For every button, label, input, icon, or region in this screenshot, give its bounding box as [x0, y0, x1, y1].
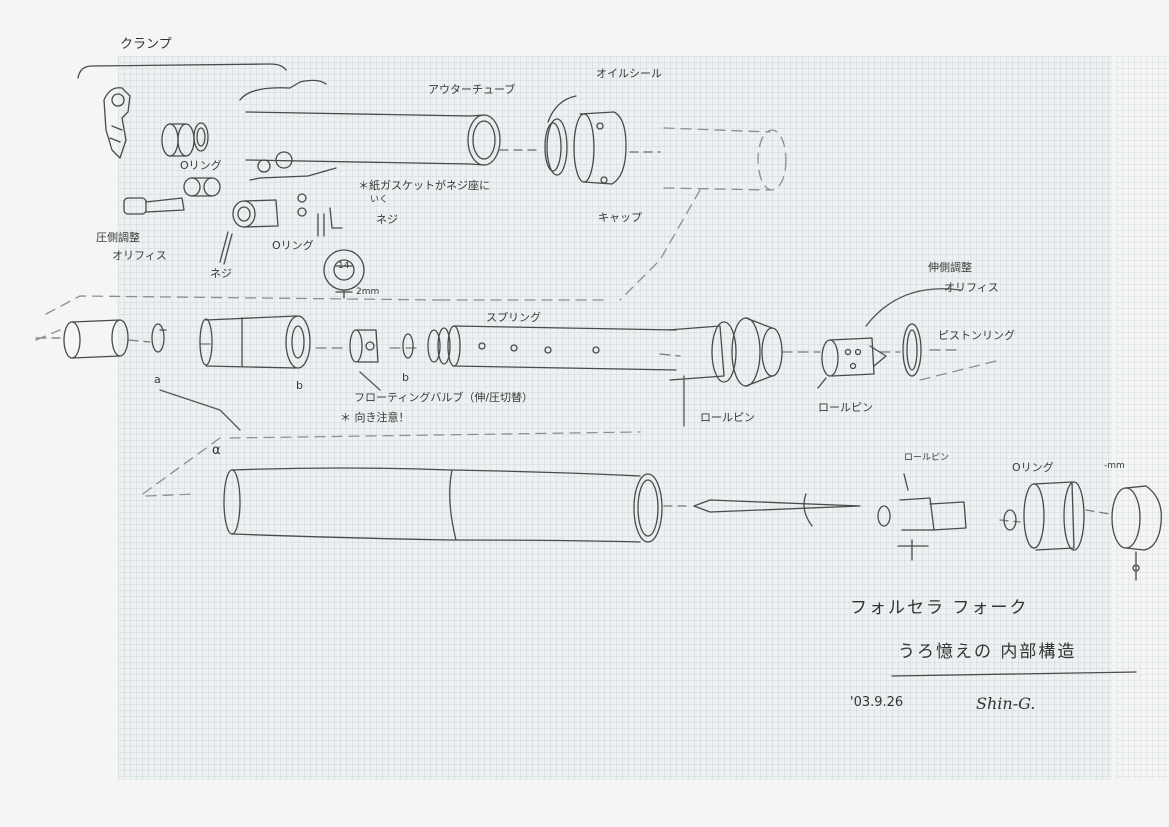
label-roll-pin-3: ロールピン — [904, 453, 950, 463]
leader-lines — [159, 288, 961, 431]
label-mark-b1: b — [296, 379, 303, 392]
label-comp-orifice-1: 圧側調整 — [96, 231, 140, 244]
valve-body-bottom — [877, 473, 1017, 561]
outer-tube — [239, 79, 501, 166]
bottom-axis — [663, 505, 1111, 523]
adjuster-knob — [1111, 485, 1163, 581]
bush-ring-2 — [183, 177, 221, 197]
floating-valve — [349, 329, 379, 363]
inner-rod — [447, 325, 677, 371]
label-oil-seal: オイルシール — [596, 67, 662, 80]
title-line-2: うろ憶えの 内部構造 — [898, 642, 1077, 662]
cap — [573, 111, 627, 185]
top-cap-bottom — [1023, 481, 1085, 551]
label-roll-pin-2: ロールピン — [818, 401, 873, 414]
graph-paper-margin — [1116, 56, 1169, 780]
label-mark-a: a — [154, 373, 161, 386]
label-comp-orifice-2: オリフィス — [112, 249, 167, 262]
label-screw-2: ネジ — [210, 267, 232, 280]
label-o-ring-1: Oリング — [180, 159, 222, 172]
label-mark-b2: b — [402, 371, 409, 384]
label-dim-2mm: 2mm — [356, 287, 380, 297]
piston-ring — [902, 323, 922, 377]
phantom-tube-top — [439, 127, 787, 301]
clip-b — [402, 333, 414, 359]
lower-tube — [223, 467, 663, 543]
axis-dashes-top — [499, 149, 661, 153]
spring-seat — [427, 327, 451, 365]
label-outer-tube: アウターチューブ — [428, 83, 516, 96]
label-clamp: クランプ — [120, 37, 172, 52]
label-dim-small: -mm — [1104, 461, 1125, 471]
rebound-orifice — [817, 337, 887, 389]
bush-ring-1 — [161, 122, 209, 157]
label-rebound-orifice-1: 伸側調整 — [928, 261, 972, 274]
title-underline — [891, 671, 1137, 677]
label-floating-valve: フローティングバルブ（伸/圧切替） — [354, 391, 534, 404]
damper-head — [667, 317, 783, 387]
bottom-frame — [139, 431, 641, 497]
label-dim-14: 14 — [338, 261, 350, 271]
label-spring: スプリング — [486, 311, 541, 324]
label-o-ring-3: Oリング — [1012, 461, 1054, 474]
label-piston-ring: ピストンリング — [938, 329, 1015, 342]
cap-left — [63, 319, 129, 359]
spring-rod — [693, 493, 861, 527]
label-orientation-note: ＊ 向き注意！ — [340, 411, 410, 424]
middle-row-axis — [35, 337, 961, 357]
title-line-1: フォルセラ フォーク — [850, 598, 1029, 618]
adjuster-body — [219, 151, 343, 265]
bolt — [123, 197, 185, 215]
clip-a — [151, 323, 167, 353]
label-roll-pin-1: ロールピン — [700, 411, 755, 424]
label-cap: キャップ — [598, 211, 642, 224]
clamp-claw — [103, 87, 131, 159]
label-alpha: α — [212, 443, 221, 458]
label-screw-1: ネジ — [376, 213, 398, 226]
date-text: '03.9.26 — [850, 695, 904, 710]
label-rebound-orifice-2: オリフィス — [944, 281, 999, 294]
clamp-bracket — [77, 63, 287, 79]
signature: Shin-G. — [976, 694, 1036, 713]
oil-seal — [544, 95, 577, 176]
tube-section — [199, 315, 311, 369]
label-paper-gasket-2: いく — [370, 195, 389, 205]
label-o-ring-2: Oリング — [272, 239, 314, 252]
label-paper-gasket: ＊紙ガスケットがネジ座に — [358, 179, 490, 192]
detail-circle — [323, 249, 365, 299]
middle-row-frame — [35, 295, 1001, 381]
